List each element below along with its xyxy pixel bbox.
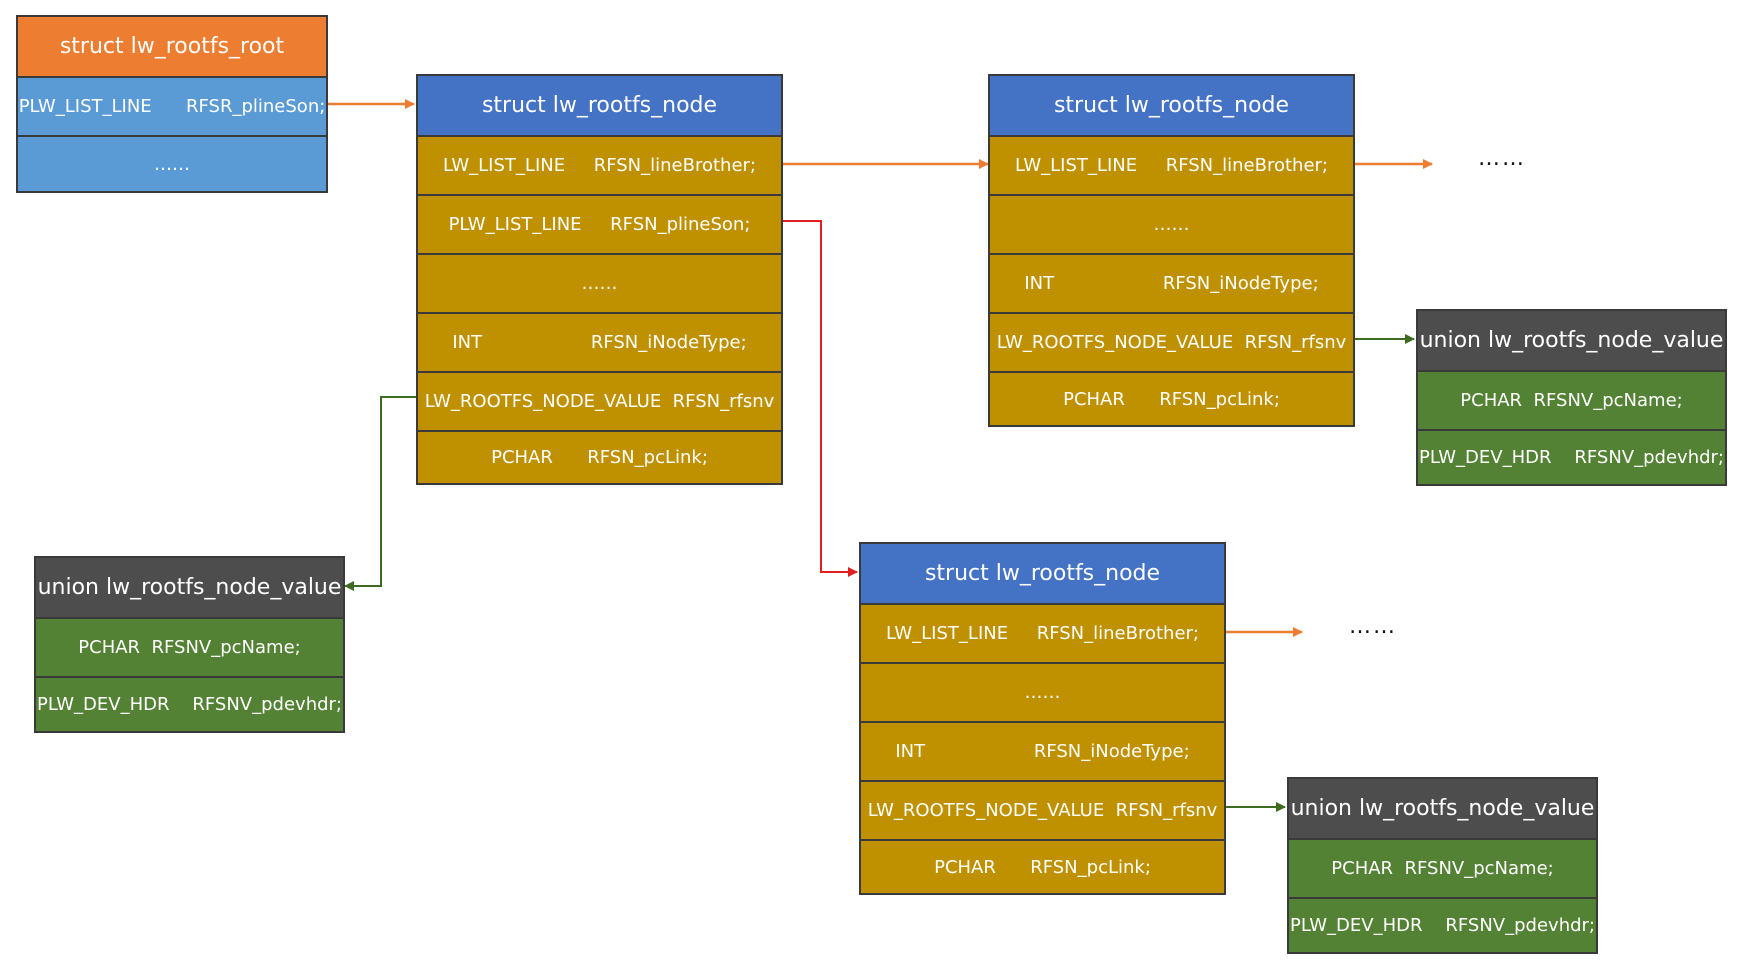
node-field: PLW_LIST_LINE RFSN_plineSon; (418, 194, 781, 253)
continuation-ellipsis-bottom: …… (1349, 614, 1397, 639)
node-field: LW_ROOTFS_NODE_VALUE RFSN_rfsnv (990, 312, 1353, 371)
node-struct-title: struct lw_rootfs_node (418, 76, 781, 135)
node-field: LW_ROOTFS_NODE_VALUE RFSN_rfsnv (861, 780, 1224, 839)
union-field: PCHAR RFSNV_pcName; (1418, 370, 1725, 429)
union-struct-box-bottom: union lw_rootfs_node_value PCHAR RFSNV_p… (1287, 777, 1598, 954)
node-field: …… (990, 194, 1353, 253)
union-field: PLW_DEV_HDR RFSNV_pdevhdr; (36, 676, 343, 731)
node-struct-box-son: struct lw_rootfs_node LW_LIST_LINE RFSN_… (859, 542, 1226, 895)
union-struct-box-left: union lw_rootfs_node_value PCHAR RFSNV_p… (34, 556, 345, 733)
node-field: LW_LIST_LINE RFSN_lineBrother; (990, 135, 1353, 194)
root-struct-title: struct lw_rootfs_root (18, 17, 326, 76)
node-field: INT RFSN_iNodeType; (861, 721, 1224, 780)
union-struct-title: union lw_rootfs_node_value (1418, 311, 1725, 370)
continuation-ellipsis-top: …… (1478, 146, 1526, 171)
root-field: PLW_LIST_LINE RFSR_plineSon; (18, 76, 326, 135)
node-field: PCHAR RFSN_pcLink; (861, 839, 1224, 893)
union-field: PCHAR RFSNV_pcName; (1289, 838, 1596, 897)
node-field: PCHAR RFSN_pcLink; (990, 371, 1353, 425)
union-struct-box-right: union lw_rootfs_node_value PCHAR RFSNV_p… (1416, 309, 1727, 486)
node-field: INT RFSN_iNodeType; (990, 253, 1353, 312)
node-field: LW_LIST_LINE RFSN_lineBrother; (861, 603, 1224, 662)
root-field: …… (18, 135, 326, 191)
root-struct-box: struct lw_rootfs_root PLW_LIST_LINE RFSR… (16, 15, 328, 193)
node-field: PCHAR RFSN_pcLink; (418, 430, 781, 483)
union-field: PLW_DEV_HDR RFSNV_pdevhdr; (1289, 897, 1596, 952)
node-field: INT RFSN_iNodeType; (418, 312, 781, 371)
node-field: LW_ROOTFS_NODE_VALUE RFSN_rfsnv (418, 371, 781, 430)
node-field: LW_LIST_LINE RFSN_lineBrother; (418, 135, 781, 194)
arrow-rfsnv-to-union-left (344, 396, 416, 591)
node-field: …… (418, 253, 781, 312)
union-struct-title: union lw_rootfs_node_value (36, 558, 343, 617)
union-struct-title: union lw_rootfs_node_value (1289, 779, 1596, 838)
node-field: …… (861, 662, 1224, 721)
union-field: PLW_DEV_HDR RFSNV_pdevhdr; (1418, 429, 1725, 484)
node-struct-box-main: struct lw_rootfs_node LW_LIST_LINE RFSN_… (416, 74, 783, 485)
union-field: PCHAR RFSNV_pcName; (36, 617, 343, 676)
node-struct-title: struct lw_rootfs_node (990, 76, 1353, 135)
arrow-son-to-node (783, 220, 858, 577)
node-struct-title: struct lw_rootfs_node (861, 544, 1224, 603)
node-struct-box-brother: struct lw_rootfs_node LW_LIST_LINE RFSN_… (988, 74, 1355, 427)
